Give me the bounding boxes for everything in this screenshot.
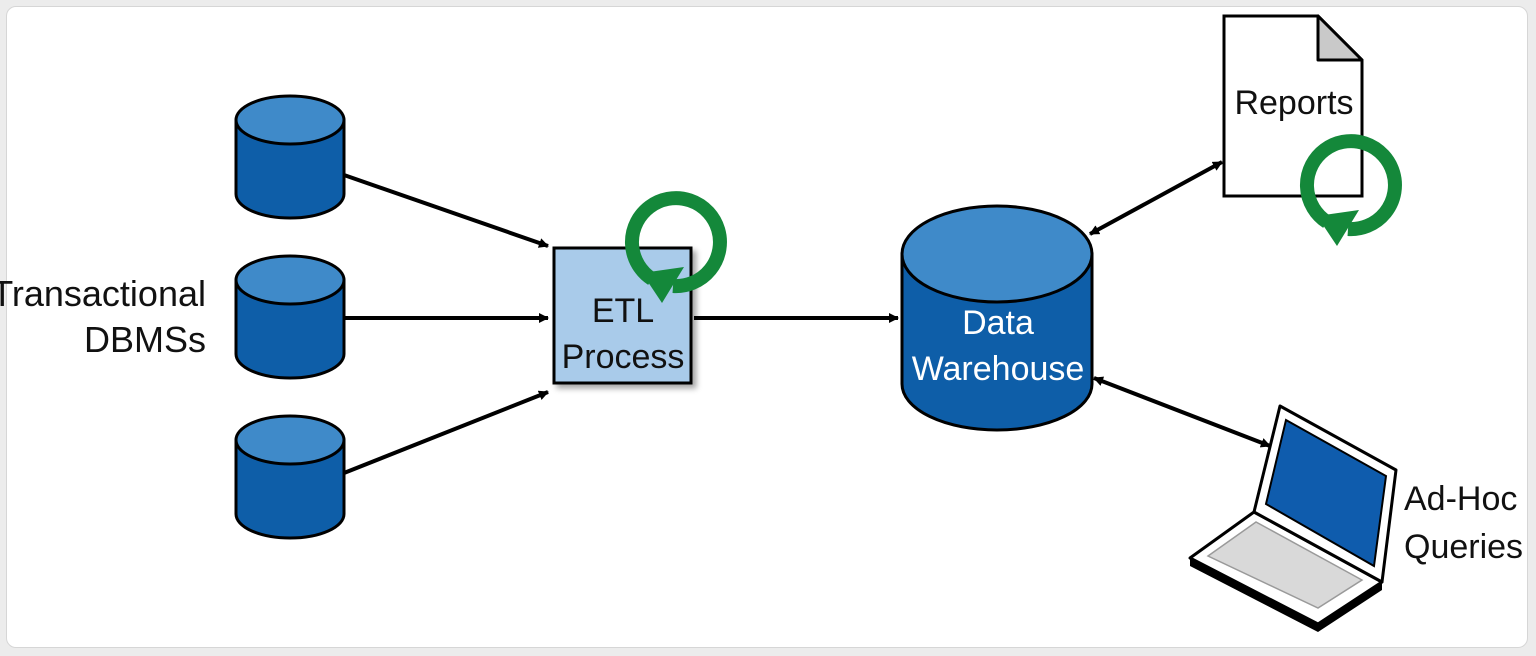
sources-label-line2: DBMSs [84, 319, 206, 360]
refresh-icon [1299, 134, 1402, 246]
adhoc-laptop: Ad-Hoc Queries [1188, 404, 1523, 632]
database-icon [234, 94, 346, 220]
adhoc-label-line2: Queries [1404, 528, 1523, 566]
arrow-warehouse-reports [1089, 160, 1223, 236]
database-icon [900, 204, 1094, 432]
source-database-1 [234, 94, 346, 220]
connectors [343, 160, 1271, 475]
refresh-icon [624, 191, 727, 303]
etl-label-line2: Process [562, 338, 685, 376]
source-database-3 [234, 414, 346, 540]
etl-process-box: ETL Process [552, 246, 693, 385]
arrow-db1-to-etl [343, 173, 549, 248]
warehouse-label-line1: Data [962, 304, 1034, 342]
reports-document: Reports [1222, 14, 1364, 198]
reports-label: Reports [1234, 84, 1353, 122]
warehouse-label-line2: Warehouse [912, 350, 1085, 388]
arrow-warehouse-adhoc [1093, 376, 1271, 448]
sources-label-line1: Transactional [0, 273, 206, 314]
arrow-db3-to-etl [343, 390, 549, 475]
database-icon [234, 414, 346, 540]
source-database-2 [234, 254, 346, 380]
etl-label-line1: ETL [592, 292, 654, 330]
laptop-icon [1188, 404, 1398, 632]
adhoc-label-line1: Ad-Hoc [1404, 480, 1517, 518]
data-warehouse: Data Warehouse [900, 204, 1094, 432]
database-icon [234, 254, 346, 380]
